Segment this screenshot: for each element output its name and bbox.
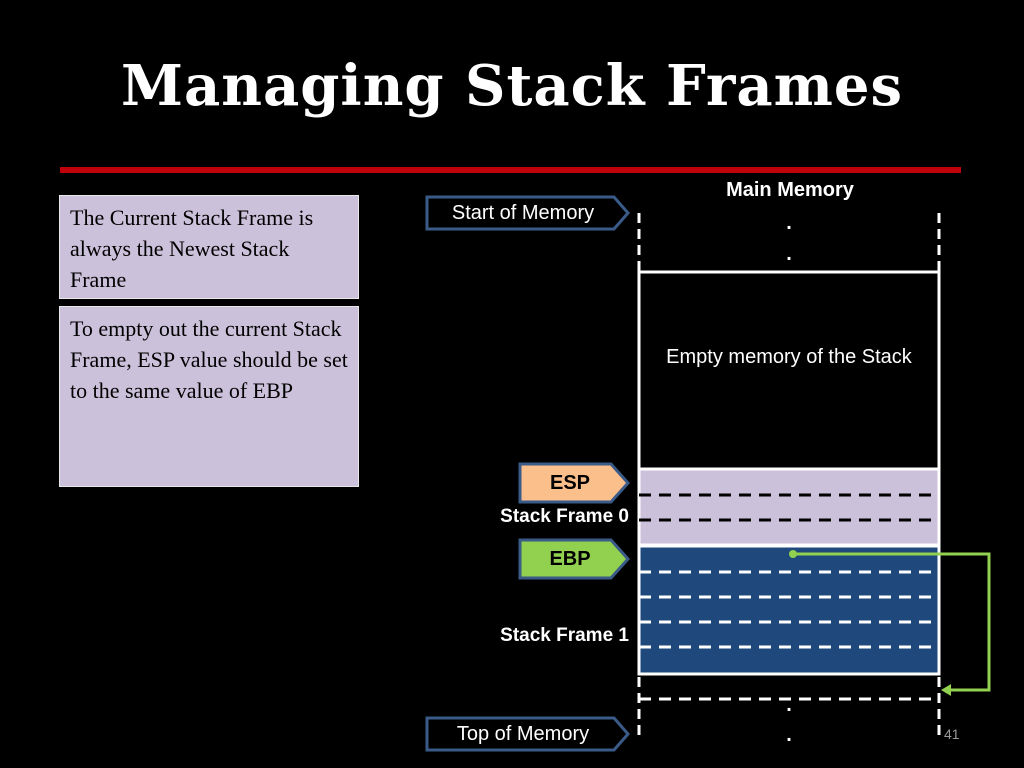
esp-move-arrow <box>793 552 991 692</box>
ellipsis-dot: . <box>786 694 792 716</box>
note-current-frame: The Current Stack Frame is always the Ne… <box>59 195 359 299</box>
stack-frame-1-label: Stack Frame 1 <box>500 625 629 646</box>
esp-pointer <box>518 462 631 504</box>
page-number: 41 <box>944 726 960 742</box>
stack-frame-0-box <box>637 467 941 547</box>
start-of-memory-pointer <box>425 195 630 231</box>
top-of-memory-label: Top of Memory <box>456 723 590 745</box>
ebp-pointer <box>518 538 631 580</box>
note-empty-frame: To empty out the current Stack Frame, ES… <box>59 306 359 487</box>
stack-frame-0-label: Stack Frame 0 <box>500 506 629 527</box>
ellipsis-dot: . <box>786 724 792 746</box>
stack-frame-1-box <box>637 544 941 676</box>
main-memory-heading: Main Memory <box>726 179 854 201</box>
title-divider <box>60 167 961 173</box>
ellipsis-dot: . <box>786 212 792 234</box>
ebp-label: EBP <box>549 548 591 570</box>
slide-title: Managing Stack Frames <box>120 53 904 119</box>
ellipsis-dot: . <box>786 243 792 265</box>
top-of-memory-pointer <box>425 716 630 752</box>
arrow-head <box>941 684 951 696</box>
esp-label: ESP <box>549 472 591 494</box>
empty-stack-label: Empty memory of the Stack <box>666 346 912 368</box>
start-of-memory-label: Start of Memory <box>451 202 595 224</box>
